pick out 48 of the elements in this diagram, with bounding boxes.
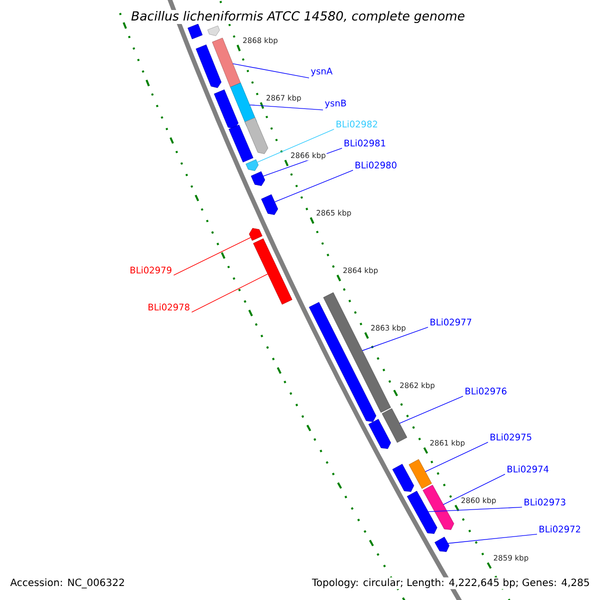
gene-block [323,292,391,413]
gene-block [392,464,414,492]
leader-line [173,237,252,276]
gene-label: ysnB [324,100,346,108]
gene-label: BLi02978 [148,304,190,310]
gene-label: BLi02976 [466,388,506,394]
gene-block [196,44,222,88]
gene-block [253,238,292,305]
gene-label: BLi02982 [336,120,378,128]
gene-label: ysnA [310,68,332,76]
gene-block [246,159,259,171]
gene-block [422,484,454,530]
gene-label: BLi02979 [130,266,172,274]
gene-block [244,117,268,154]
leader-line [424,442,488,472]
gene-label: BLi02972 [540,526,580,532]
gene-block [214,89,238,129]
leader-line [249,104,324,110]
gene-label: BLi02981 [344,140,386,146]
gene-block [188,24,203,40]
leader-line [232,63,310,78]
leader-line [448,534,538,544]
gene-block [406,490,438,534]
gene-label: BLi02980 [356,162,396,168]
leader-line [362,326,428,351]
accession-text: Accession: NC_006322 [9,577,126,590]
gene-block [408,459,432,489]
leader-line [443,474,506,505]
gene-block [261,194,278,215]
leader-line [191,274,268,313]
title: Bacillus licheniformis ATCC 14580, complete genome [130,10,466,24]
gene-block [207,26,220,36]
gene-label: BLi02974 [508,466,548,472]
gene-block [368,418,391,449]
gene-block [228,124,254,162]
gene-block [250,171,266,186]
leader-line [399,396,464,424]
summary-text: Topology: circular; Length: 4,222,645 bp; Genes: 4,285 [310,577,591,590]
leader-line [256,128,334,163]
gene-label: BLi02977 [430,318,472,326]
gene-block [249,228,262,241]
gene-block [212,38,241,88]
leader-line [428,506,522,512]
leader-line [274,170,354,202]
gene-block [434,536,450,552]
gene-block [382,408,408,443]
gene-label: BLi02973 [524,498,566,506]
gene-label: BLi02975 [490,434,532,440]
